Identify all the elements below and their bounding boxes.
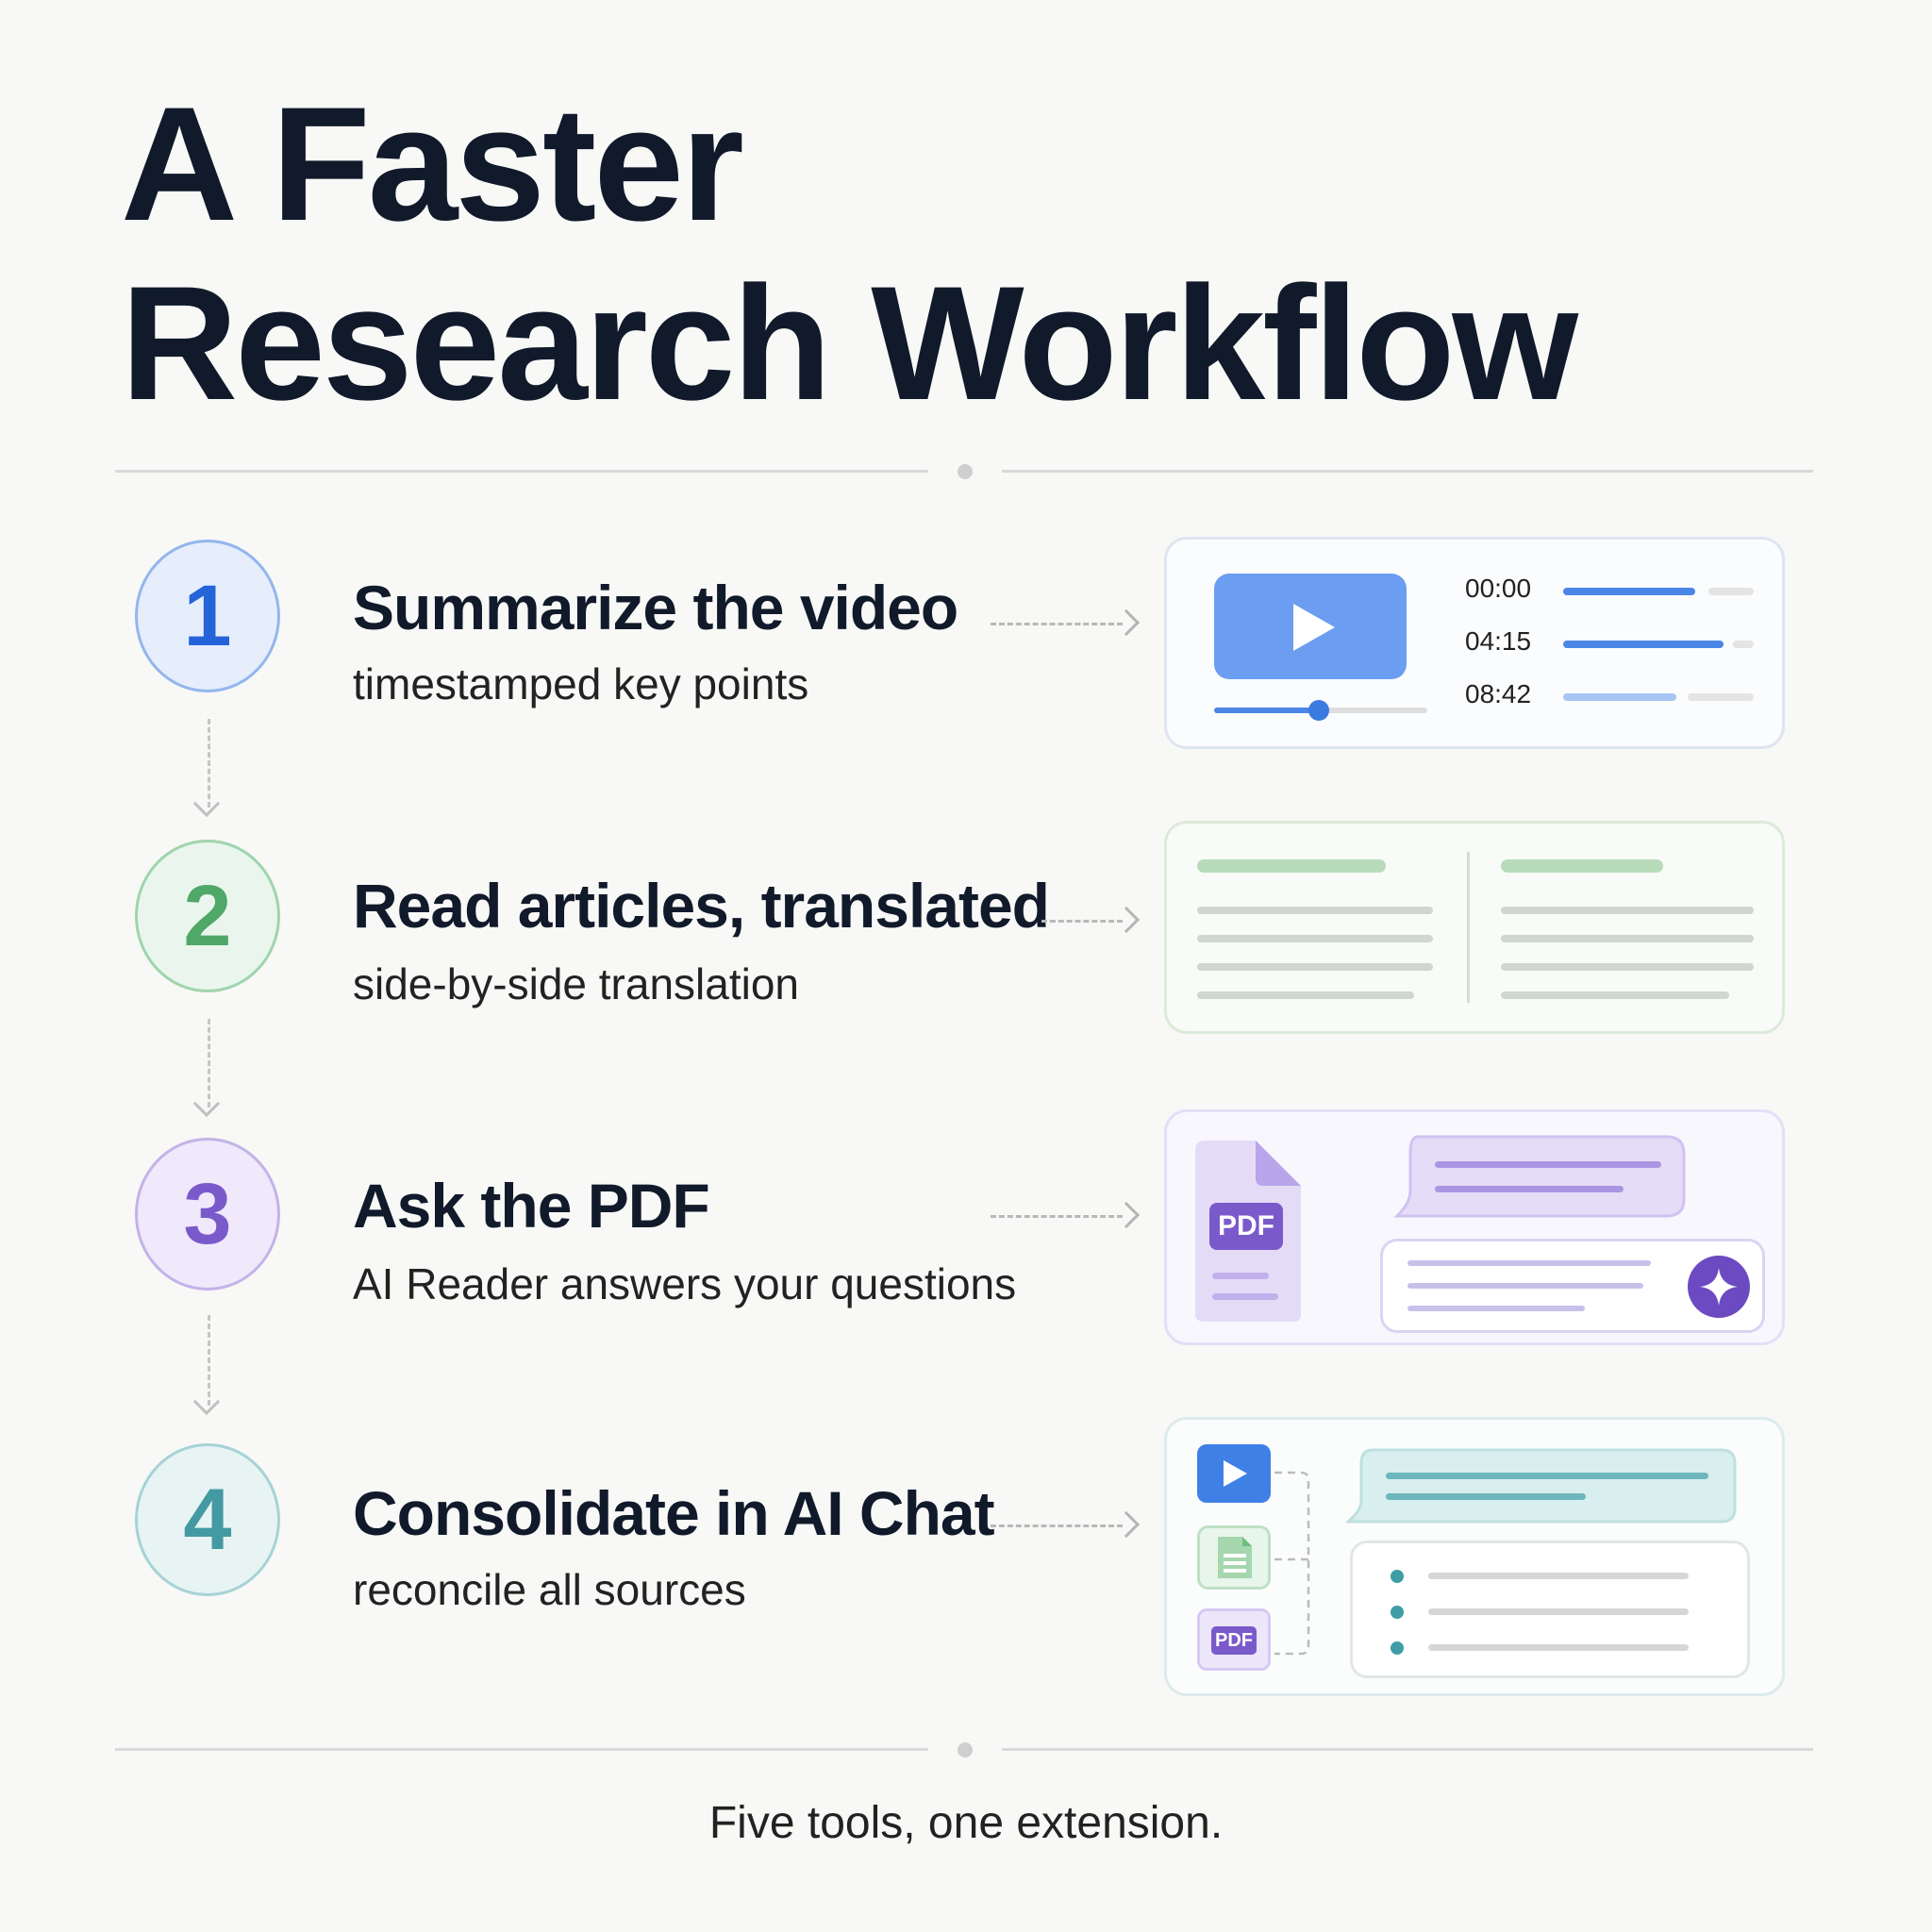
arrow-right-icon xyxy=(1112,1201,1141,1229)
translated-heading-bar xyxy=(1501,859,1663,873)
divider-right xyxy=(1002,1748,1813,1751)
translated-text-line xyxy=(1501,991,1729,999)
step-connector-1-2 xyxy=(208,719,210,808)
summary-line xyxy=(1563,693,1676,701)
summary-line xyxy=(1563,588,1695,595)
original-heading-bar xyxy=(1197,859,1386,873)
timestamp-2: 04:15 xyxy=(1465,626,1532,656)
step-1-arrow-line xyxy=(991,623,1123,625)
sources-bracket xyxy=(1274,1471,1310,1656)
divider-right xyxy=(1002,470,1813,473)
progress-knob[interactable] xyxy=(1307,700,1329,721)
step-4-title: Consolidate in AI Chat xyxy=(353,1478,995,1548)
step-1-number: 1 xyxy=(135,540,280,692)
progress-fill xyxy=(1214,708,1319,713)
answer-line xyxy=(1407,1306,1585,1311)
play-icon xyxy=(1293,604,1335,651)
arrow-right-icon xyxy=(1112,906,1141,934)
bullet-line xyxy=(1428,1644,1689,1651)
summary-line xyxy=(1688,693,1754,701)
play-icon xyxy=(1224,1460,1247,1487)
arrow-right-icon xyxy=(1112,608,1141,637)
step-2-number: 2 xyxy=(135,840,280,992)
footer-tagline: Five tools, one extension. xyxy=(708,1798,1224,1848)
chat-bubble-prompt xyxy=(1346,1448,1737,1524)
video-player[interactable] xyxy=(1214,574,1407,679)
consolidated-answer xyxy=(1350,1541,1750,1678)
step-4-subtitle: reconcile all sources xyxy=(353,1565,746,1614)
bullet-line xyxy=(1428,1573,1689,1579)
summary-line xyxy=(1733,641,1754,648)
divider-dot xyxy=(958,464,973,479)
title-line-2: Research Workflow xyxy=(121,253,1578,434)
step-1-title: Summarize the video xyxy=(353,573,958,642)
chevron-down-icon xyxy=(192,1388,221,1416)
step-2-subtitle: side-by-side translation xyxy=(353,959,800,1008)
chat-bubble-question xyxy=(1393,1135,1686,1218)
bullet-dot xyxy=(1391,1606,1404,1619)
summary-line xyxy=(1563,641,1724,648)
step-3-number: 3 xyxy=(135,1138,280,1291)
answer-line xyxy=(1407,1283,1643,1289)
pdf-badge-small: PDF xyxy=(1211,1626,1257,1655)
translated-text-line xyxy=(1501,907,1754,914)
pdf-source-icon: PDF xyxy=(1197,1608,1271,1671)
bullet-line xyxy=(1428,1608,1689,1615)
divider-left xyxy=(115,1748,928,1751)
original-text-line xyxy=(1197,991,1414,999)
ask-pdf-card: PDF xyxy=(1164,1109,1785,1345)
original-text-line xyxy=(1197,935,1433,942)
video-source-icon xyxy=(1197,1444,1271,1503)
step-2-title: Read articles, translated xyxy=(353,871,1050,941)
summary-line xyxy=(1708,588,1754,595)
title-line-1: A Faster xyxy=(121,74,744,255)
translated-text-line xyxy=(1501,963,1754,971)
step-2-arrow-line xyxy=(1041,920,1123,923)
step-3-arrow-line xyxy=(991,1215,1123,1218)
timestamp-1: 00:00 xyxy=(1465,574,1532,603)
progress-track[interactable] xyxy=(1214,700,1427,721)
translated-text-line xyxy=(1501,935,1754,942)
step-connector-2-3 xyxy=(208,1019,210,1108)
ai-chat-card: PDF xyxy=(1164,1417,1785,1696)
step-4-number: 4 xyxy=(135,1443,280,1596)
column-divider xyxy=(1467,852,1470,1003)
arrow-right-icon xyxy=(1112,1510,1141,1539)
step-connector-3-4 xyxy=(208,1315,210,1406)
original-text-line xyxy=(1197,907,1433,914)
divider-left xyxy=(115,470,928,473)
pdf-badge: PDF xyxy=(1209,1203,1283,1250)
divider-dot xyxy=(958,1742,973,1757)
chat-bubble-answer xyxy=(1380,1239,1765,1333)
step-1-subtitle: timestamped key points xyxy=(353,659,809,708)
chevron-down-icon xyxy=(192,1090,221,1118)
step-4-arrow-line xyxy=(991,1524,1123,1527)
video-summary-card: 00:00 04:15 08:42 xyxy=(1164,537,1785,749)
timestamp-3: 08:42 xyxy=(1465,679,1532,708)
translation-card xyxy=(1164,821,1785,1034)
answer-line xyxy=(1407,1260,1651,1266)
ai-sparkle-icon[interactable] xyxy=(1687,1255,1751,1319)
bullet-dot xyxy=(1391,1641,1404,1655)
step-3-subtitle: AI Reader answers your questions xyxy=(353,1259,1017,1308)
bullet-dot xyxy=(1391,1570,1404,1583)
document-source-icon xyxy=(1197,1525,1271,1590)
chevron-down-icon xyxy=(192,790,221,818)
original-text-line xyxy=(1197,963,1433,971)
step-3-title: Ask the PDF xyxy=(353,1171,710,1241)
